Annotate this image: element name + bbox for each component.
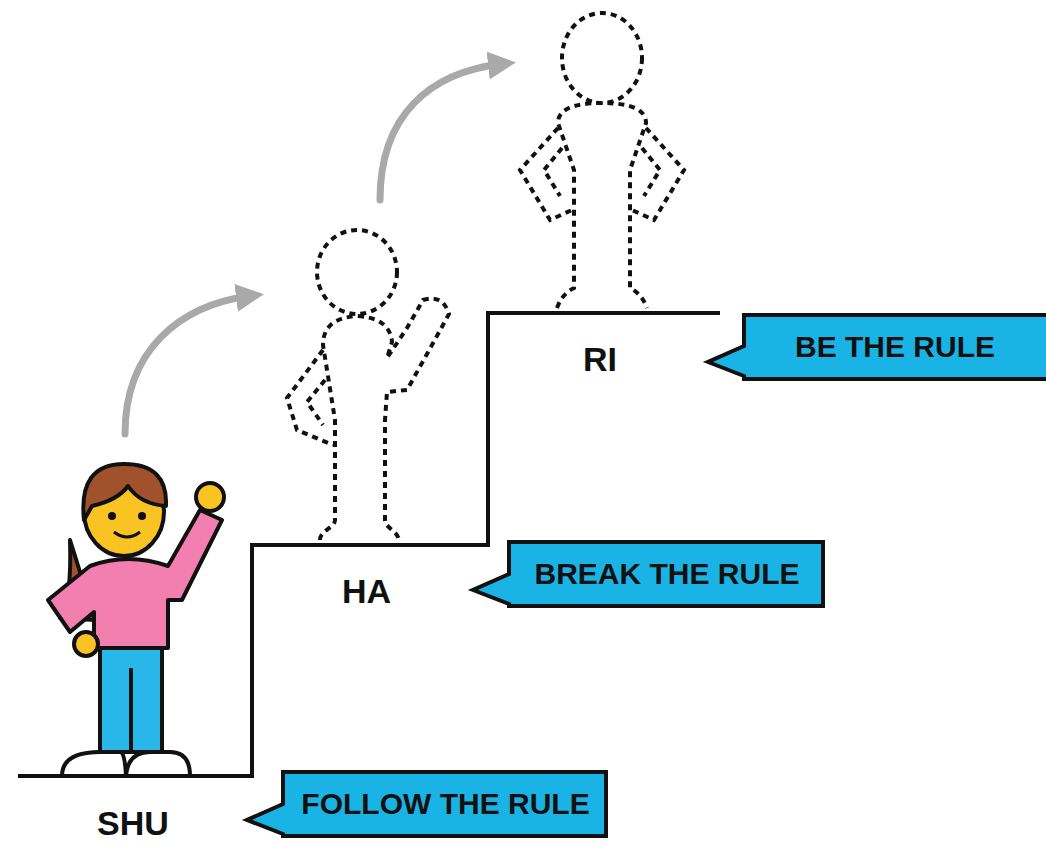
callout-outline <box>247 772 606 836</box>
figure-body <box>557 103 647 308</box>
callout-outline <box>708 315 1046 379</box>
hand <box>74 632 98 656</box>
stage-label: SHU <box>97 806 169 840</box>
future-figure <box>520 13 684 308</box>
figure-arm <box>287 350 333 445</box>
figure-arm <box>544 148 562 196</box>
stage-label: HA <box>342 574 391 608</box>
figure-arm <box>520 128 572 220</box>
callout-text: BREAK THE RULE <box>534 559 799 589</box>
figure-arm <box>632 128 684 220</box>
learner-figure <box>48 464 224 776</box>
callout-box: BREAK THE RULE <box>471 540 825 608</box>
progress-arrow <box>125 296 250 434</box>
stage-label: RI <box>583 342 617 376</box>
legs <box>100 640 162 752</box>
shoe <box>126 752 190 776</box>
progress-arrow <box>380 64 502 200</box>
figure-arm <box>307 380 325 425</box>
figure-head <box>317 230 397 314</box>
leg-split <box>129 668 133 752</box>
callout-text: FOLLOW THE RULE <box>301 789 589 819</box>
callout-outline <box>473 542 823 606</box>
callout-box: FOLLOW THE RULE <box>245 770 608 838</box>
callout-text: BE THE RULE <box>795 332 995 362</box>
figure-body <box>320 299 449 540</box>
figure-head <box>562 13 642 103</box>
shoe <box>62 752 126 776</box>
eye <box>108 512 116 520</box>
callout-box: BE THE RULE <box>706 313 1046 381</box>
hair <box>83 464 166 520</box>
hand <box>196 483 224 511</box>
figure-arm <box>642 148 660 196</box>
smile <box>114 532 140 537</box>
eye <box>138 512 146 520</box>
future-figure <box>287 230 449 540</box>
